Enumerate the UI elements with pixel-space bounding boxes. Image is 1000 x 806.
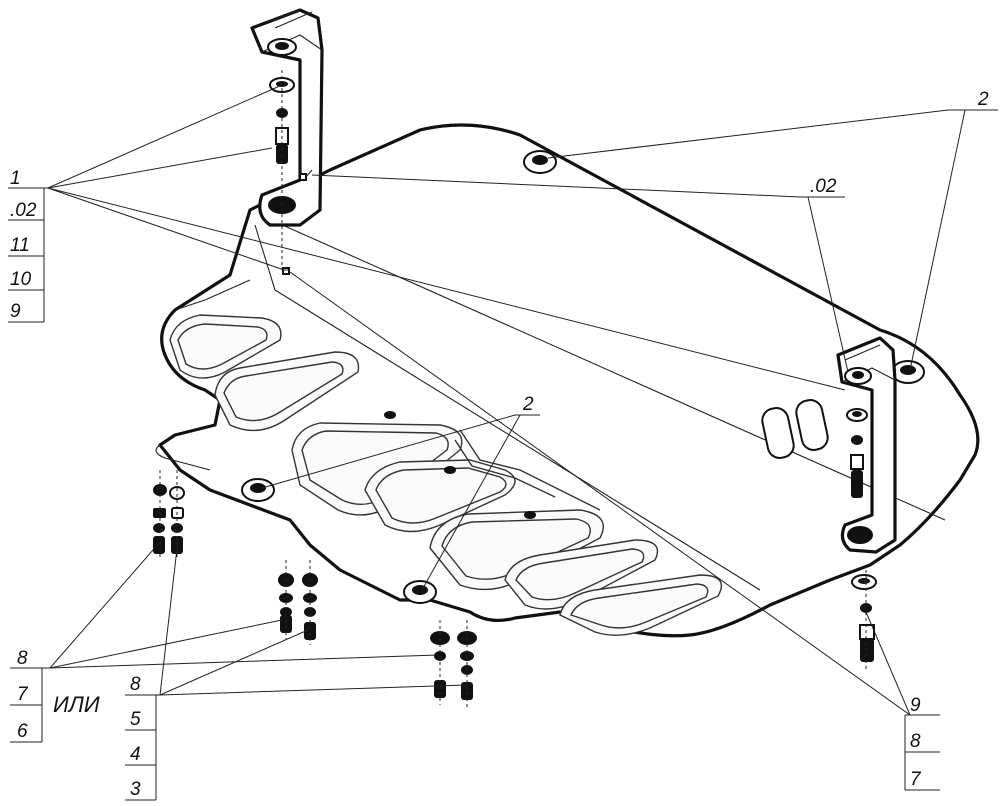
callout-11: 11 bbox=[10, 235, 30, 256]
callout-9-right: 9 bbox=[910, 695, 921, 716]
right-bracket bbox=[836, 336, 897, 554]
callout-bottom-left-inner: 8 5 4 3 bbox=[125, 674, 160, 801]
callout-left-stack: 1 .02 11 10 9 bbox=[8, 168, 48, 323]
fastener-stack-mid-left bbox=[278, 560, 318, 645]
callout-8-outer: 8 bbox=[17, 648, 28, 669]
callout-top-right: 2 bbox=[977, 89, 989, 110]
callout-2-center: 2 bbox=[522, 394, 534, 415]
fastener-stack-left bbox=[153, 470, 185, 560]
callout-6-outer: 6 bbox=[17, 721, 28, 742]
callout-7-outer: 7 bbox=[17, 684, 29, 705]
alternative-label: ИЛИ bbox=[53, 692, 100, 717]
callout-center-right: .02 bbox=[810, 176, 837, 197]
plate-ribs bbox=[169, 314, 723, 636]
callout-9: 9 bbox=[10, 301, 21, 322]
callout-02: .02 bbox=[10, 200, 37, 221]
left-bracket bbox=[250, 8, 324, 227]
callout-5: 5 bbox=[130, 709, 141, 730]
right-bracket-fasteners bbox=[846, 408, 877, 670]
callout-8-right: 8 bbox=[910, 731, 921, 752]
callout-bottom-left-outer: 8 7 6 ИЛИ bbox=[10, 648, 100, 743]
callout-10: 10 bbox=[10, 269, 32, 290]
callout-8-inner: 8 bbox=[130, 674, 141, 695]
callout-1: 1 bbox=[10, 168, 21, 189]
callout-2-top: 2 bbox=[977, 89, 989, 110]
fastener-stack-center bbox=[430, 620, 477, 710]
callout-02-right: .02 bbox=[810, 176, 837, 197]
callout-3: 3 bbox=[130, 779, 141, 800]
callout-4: 4 bbox=[130, 744, 141, 765]
plate-mount-bosses bbox=[241, 150, 925, 604]
callout-bottom-right: 9 8 7 bbox=[904, 695, 940, 791]
callout-7-right: 7 bbox=[910, 769, 922, 790]
callout-center: 2 bbox=[522, 394, 534, 415]
